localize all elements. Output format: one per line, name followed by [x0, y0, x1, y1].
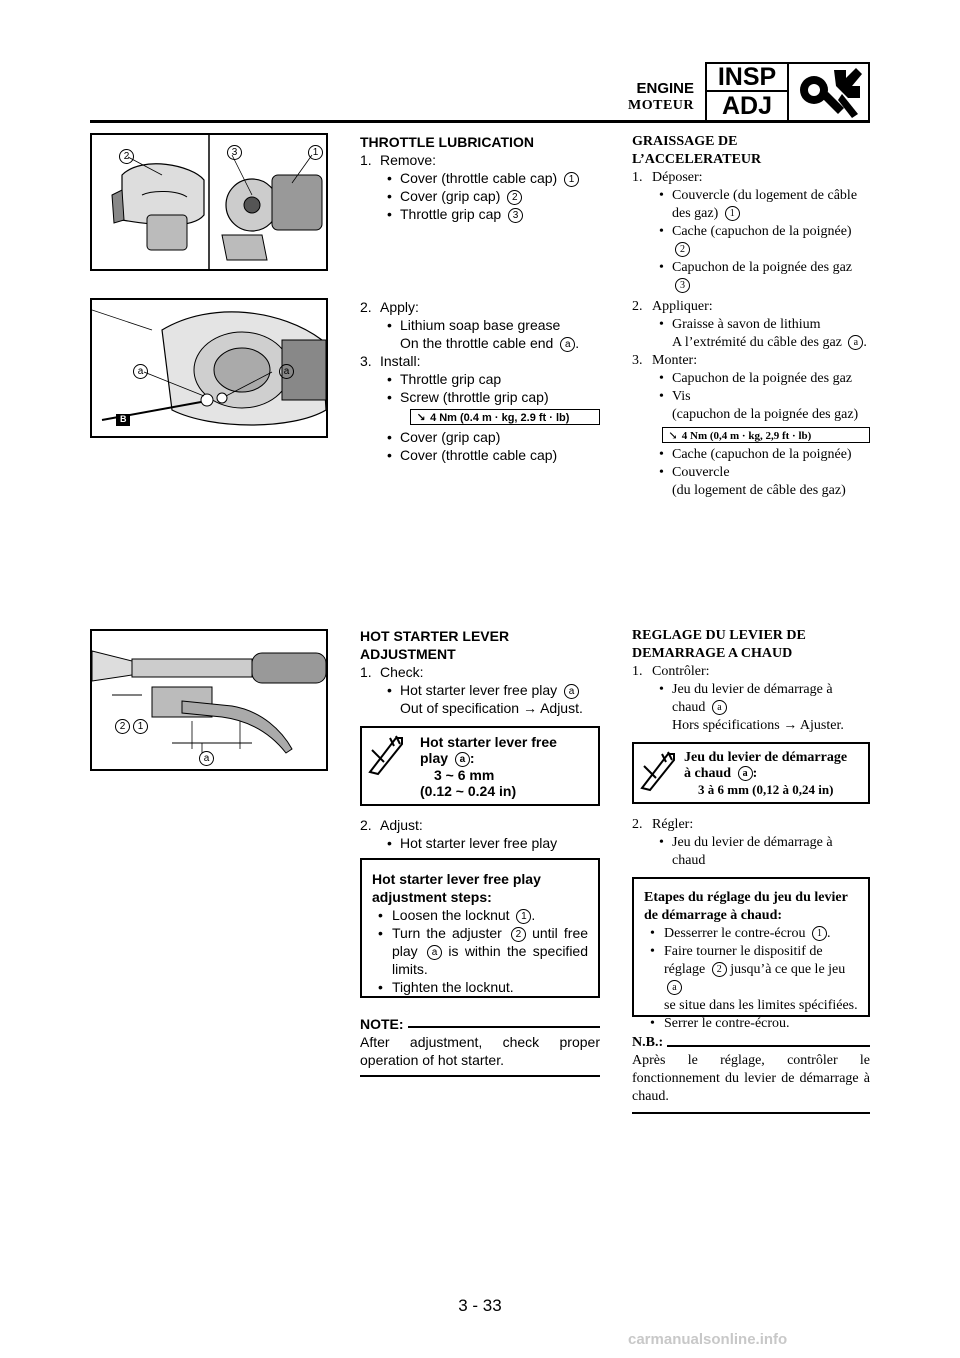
fr-spec-box: Jeu du levier de démarrage à chaud a: 3 …: [632, 742, 870, 804]
callout-1: 1: [133, 719, 148, 734]
caliper-icon: [368, 735, 403, 776]
fr-hotstarter-title: REGLAGE DU LEVIER DE: [632, 628, 806, 643]
en-spec-box: Hot starter lever free play a: 3 ~ 6 mm …: [360, 726, 600, 806]
watermark: carmanualsonline.info: [628, 1331, 788, 1348]
callout-a-right: a: [279, 364, 294, 379]
fr-torque-spec: ↘ 4 Nm (0,4 m · kg, 2,9 ft · lb): [662, 427, 870, 443]
section-tab-divider: [787, 62, 789, 122]
section-tab-insp: INSP: [707, 62, 787, 92]
fr-adjust-block: 2.Régler: Jeu du levier de démarrage à c…: [632, 816, 870, 870]
callout-2: 2: [119, 149, 134, 164]
callout-a-left: a: [133, 364, 148, 379]
en-step3-label: Install:: [380, 353, 421, 369]
en-note-label: NOTE:: [360, 1016, 404, 1032]
fr-hotstarter-section: REGLAGE DU LEVIER DE DEMARRAGE A CHAUD 1…: [632, 627, 870, 735]
figure-throttle-grease: a a B: [90, 298, 328, 438]
torque-wrench-icon: ↘: [668, 430, 678, 442]
en-install-item: Cover (throttle cable cap): [360, 446, 600, 464]
en-remove-item: Cover (grip cap) 2: [360, 187, 600, 205]
en-apply-item: Lithium soap base grease: [360, 316, 600, 334]
en-throttle-title: THROTTLE LUBRICATION: [360, 134, 534, 150]
en-install-item: Throttle grip cap: [360, 370, 600, 388]
en-adjust-block: 2.Adjust: Hot starter lever free play: [360, 816, 600, 852]
figure-throttle-remove: 2 3 1: [90, 133, 328, 271]
en-step2-label: Apply:: [380, 299, 419, 315]
caliper-icon: [640, 751, 675, 792]
en-throttle-section-cont: 2.Apply: Lithium soap base grease On the…: [360, 298, 600, 464]
fr-throttle-title: GRAISSAGE DE: [632, 134, 738, 149]
section-title-fr: MOTEUR: [628, 98, 694, 113]
section-tab-adj: ADJ: [721, 92, 772, 120]
en-remove-item: Cover (throttle cable cap) 1: [360, 169, 600, 187]
callout-3: 3: [227, 145, 242, 160]
en-hotstarter-title: HOT STARTER LEVER: [360, 628, 510, 644]
fr-throttle-section: GRAISSAGE DE L’ACCELERATEUR 1.Déposer: C…: [632, 133, 870, 295]
en-note: NOTE: After adjustment, check proper ope…: [360, 1015, 600, 1077]
torque-wrench-icon: ↘: [416, 412, 426, 424]
en-install-item: Cover (grip cap): [360, 428, 600, 446]
en-out-of-spec: Out of specification → Adjust.: [400, 700, 583, 716]
fr-adjust-steps-box: Etapes du réglage du jeu du levier de dé…: [632, 877, 870, 1031]
en-throttle-section: THROTTLE LUBRICATION 1.Remove: Cover (th…: [360, 133, 600, 223]
figure-hot-starter-lever: 2 1 a: [90, 629, 328, 771]
en-step1-label: Remove:: [380, 152, 437, 168]
en-adjust-steps-box: Hot starter lever free play adjustment s…: [360, 858, 600, 998]
fr-note-label: N.B.:: [632, 1035, 664, 1050]
en-torque-spec: ↘ 4 Nm (0.4 m · kg, 2.9 ft · lb): [410, 409, 600, 425]
callout-a: a: [199, 751, 214, 766]
en-remove-item: Throttle grip cap 3: [360, 205, 600, 223]
grease-symbol-label: B: [120, 414, 127, 424]
callout-1: 1: [308, 145, 323, 160]
callout-2: 2: [115, 719, 130, 734]
section-title-en: ENGINE: [636, 80, 694, 97]
en-hotstarter-section: HOT STARTER LEVER ADJUSTMENT 1.Check: Ho…: [360, 627, 600, 717]
en-note-text: After adjustment, check proper operation…: [360, 1034, 600, 1068]
fr-throttle-section-cont: 2.Appliquer: Graisse à savon de lithium …: [632, 298, 870, 500]
header-rule: [90, 120, 870, 123]
fr-note-text: Après le réglage, contrôler le fonctionn…: [632, 1053, 870, 1104]
fr-note: N.B.: Après le réglage, contrôler le fon…: [632, 1034, 870, 1114]
wrench-tool-icon: [794, 64, 866, 120]
page-number: 3 - 33: [458, 1296, 502, 1315]
en-install-item: Screw (throttle grip cap): [360, 388, 600, 406]
